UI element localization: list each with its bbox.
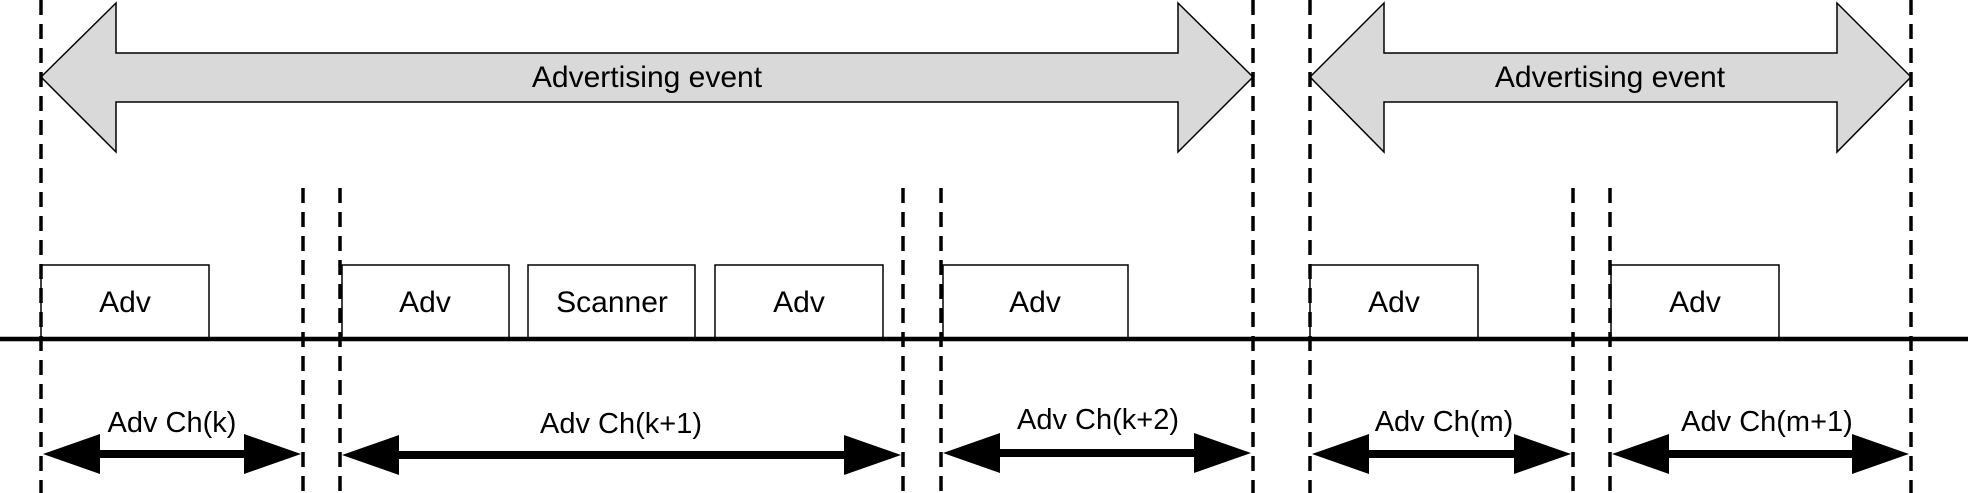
channel-arrow-k-plus-2: Adv Ch(k+2) (943, 404, 1251, 473)
channel-label: Adv Ch(k+1) (540, 408, 702, 440)
channel-arrow-m-plus-1: Adv Ch(m+1) (1612, 406, 1909, 474)
channel-label: Adv Ch(m) (1375, 406, 1514, 438)
channel-arrow-k-plus-1: Adv Ch(k+1) (342, 408, 901, 475)
advertising-event-label: Advertising event (1495, 61, 1726, 94)
channel-arrow-k: Adv Ch(k) (43, 407, 301, 474)
advertising-event-1: Advertising event (39, 1, 1255, 154)
packet-label: Adv (1009, 286, 1061, 319)
packet-scanner: Scanner (527, 264, 696, 339)
packet-adv-1: Adv (40, 264, 210, 339)
packet-adv-4: Adv (942, 264, 1129, 339)
packet-label: Scanner (556, 286, 668, 319)
boundary-markers (39, 0, 1913, 493)
packet-label: Adv (1368, 286, 1420, 319)
channel-label: Adv Ch(m+1) (1681, 406, 1853, 438)
advertising-event-2: Advertising event (1308, 1, 1913, 154)
packet-adv-3: Adv (714, 264, 884, 339)
packet-label: Adv (1669, 286, 1721, 319)
packet-label: Adv (99, 286, 151, 319)
packet-label: Adv (773, 286, 825, 319)
packet-adv-6: Adv (1610, 264, 1780, 339)
packet-adv-5: Adv (1309, 264, 1479, 339)
channel-label: Adv Ch(k+2) (1017, 404, 1179, 436)
channel-arrow-m: Adv Ch(m) (1312, 406, 1571, 474)
packet-adv-2: Adv (341, 264, 510, 339)
advertising-event-label: Advertising event (532, 61, 763, 94)
packet-label: Adv (399, 286, 451, 319)
channel-label: Adv Ch(k) (108, 407, 237, 439)
